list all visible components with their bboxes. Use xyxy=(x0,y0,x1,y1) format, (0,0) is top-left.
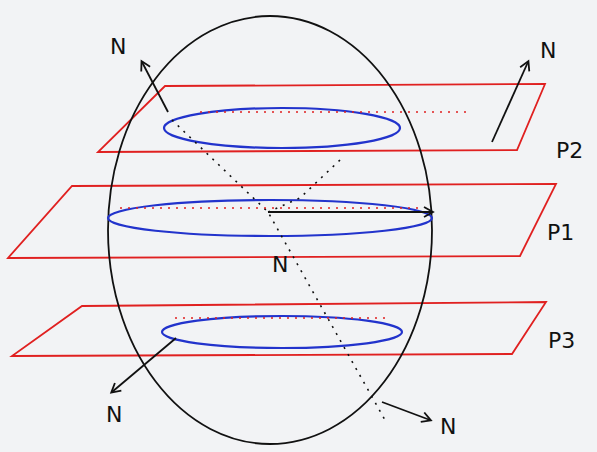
normal-vectors xyxy=(112,62,528,420)
intersection-circles xyxy=(108,108,432,348)
sphere-outline xyxy=(108,16,432,444)
plane-p1 xyxy=(8,184,556,258)
plane-label: P2 xyxy=(556,140,583,162)
vector-label: N xyxy=(540,40,556,62)
vector-label: N xyxy=(272,254,288,276)
plane-p3 xyxy=(12,302,546,356)
plane-outlines xyxy=(8,84,556,356)
plane-p2 xyxy=(98,84,545,152)
vector-label: N xyxy=(440,416,456,438)
plane-label: P1 xyxy=(547,222,574,244)
vector-label: N xyxy=(110,36,126,58)
vector-label: N xyxy=(106,404,122,426)
hidden-lines xyxy=(120,112,470,420)
plane-label: P3 xyxy=(548,330,575,352)
